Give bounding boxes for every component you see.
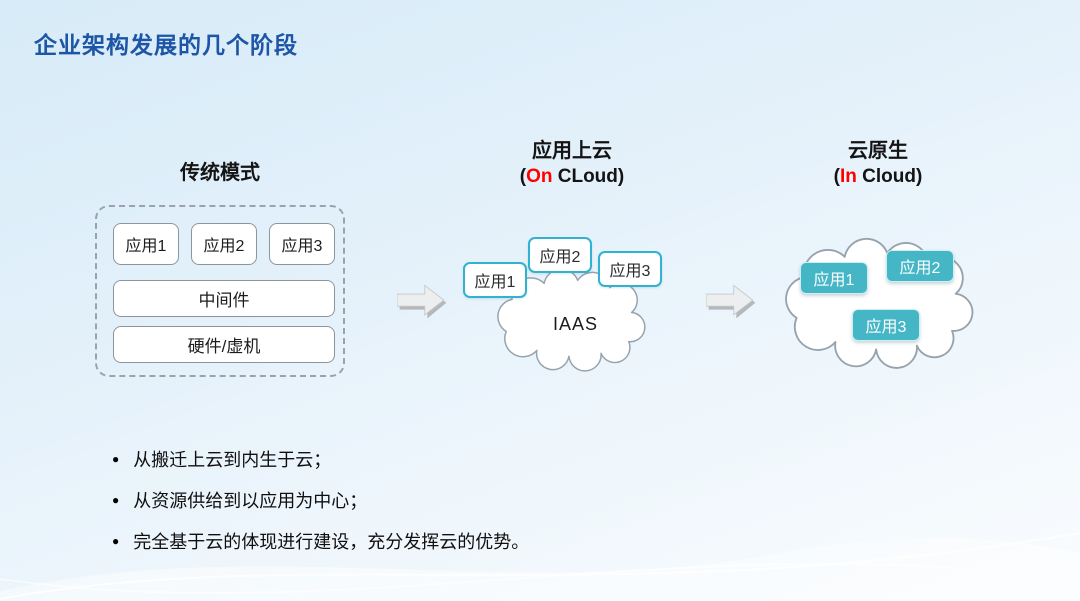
app-box: 应用2 <box>886 250 954 282</box>
cloud-icon <box>785 237 974 369</box>
bullet-item: ● 完全基于云的体现进行建设，充分发挥云的优势。 <box>112 528 529 554</box>
stage-subtitle: (In Cloud) <box>765 164 991 190</box>
stage-header-traditional: 传统模式 <box>95 160 345 186</box>
app-box: 应用3 <box>852 309 920 341</box>
bullet-dot-icon: ● <box>112 452 120 466</box>
bullet-item: ● 从资源供给到以应用为中心； <box>112 487 529 513</box>
red-word: On <box>526 166 553 187</box>
cloud-icon <box>497 268 646 372</box>
paren: ( <box>519 166 527 187</box>
app-box: 应用1 <box>463 262 527 298</box>
stage-title: 传统模式 <box>180 162 260 184</box>
stage-title: 应用上云 <box>532 140 612 162</box>
app-box: 应用2 <box>528 237 592 273</box>
stage-title: 云原生 <box>848 140 908 162</box>
hardware-box: 硬件/虚机 <box>113 326 335 363</box>
stage-subtitle: (On CLoud) <box>459 164 685 190</box>
bullet-dot-icon: ● <box>112 493 120 507</box>
arrow-right-icon <box>397 284 447 319</box>
rest-word: Cloud) <box>856 166 923 187</box>
app-box: 应用3 <box>269 223 335 265</box>
bullet-text: 从搬迁上云到内生于云； <box>133 450 332 470</box>
iaas-label: IAAS <box>552 314 599 334</box>
bullet-text: 从资源供给到以应用为中心； <box>133 491 368 511</box>
app-box: 应用2 <box>191 223 257 265</box>
page-title: 企业架构发展的几个阶段 <box>34 32 298 58</box>
bullet-text: 完全基于云的体现进行建设，充分发挥云的优势。 <box>133 532 530 552</box>
traditional-stack-frame <box>95 205 345 377</box>
stage-header-in-cloud: 云原生 (In Cloud) <box>765 138 991 190</box>
arrow-right-icon <box>706 284 756 319</box>
app-box: 应用1 <box>113 223 179 265</box>
rest-word: CLoud) <box>552 166 625 187</box>
app-box: 应用3 <box>598 251 662 287</box>
red-word: In <box>840 166 857 187</box>
middleware-box: 中间件 <box>113 280 335 317</box>
paren: ( <box>833 166 840 187</box>
app-box: 应用1 <box>800 262 868 294</box>
stage-header-on-cloud: 应用上云 (On CLoud) <box>459 138 685 190</box>
bullet-dot-icon: ● <box>112 534 120 548</box>
bullet-list: ● 从搬迁上云到内生于云； ● 从资源供给到以应用为中心； ● 完全基于云的体现进行建… <box>112 446 529 569</box>
bullet-item: ● 从搬迁上云到内生于云； <box>112 446 529 472</box>
